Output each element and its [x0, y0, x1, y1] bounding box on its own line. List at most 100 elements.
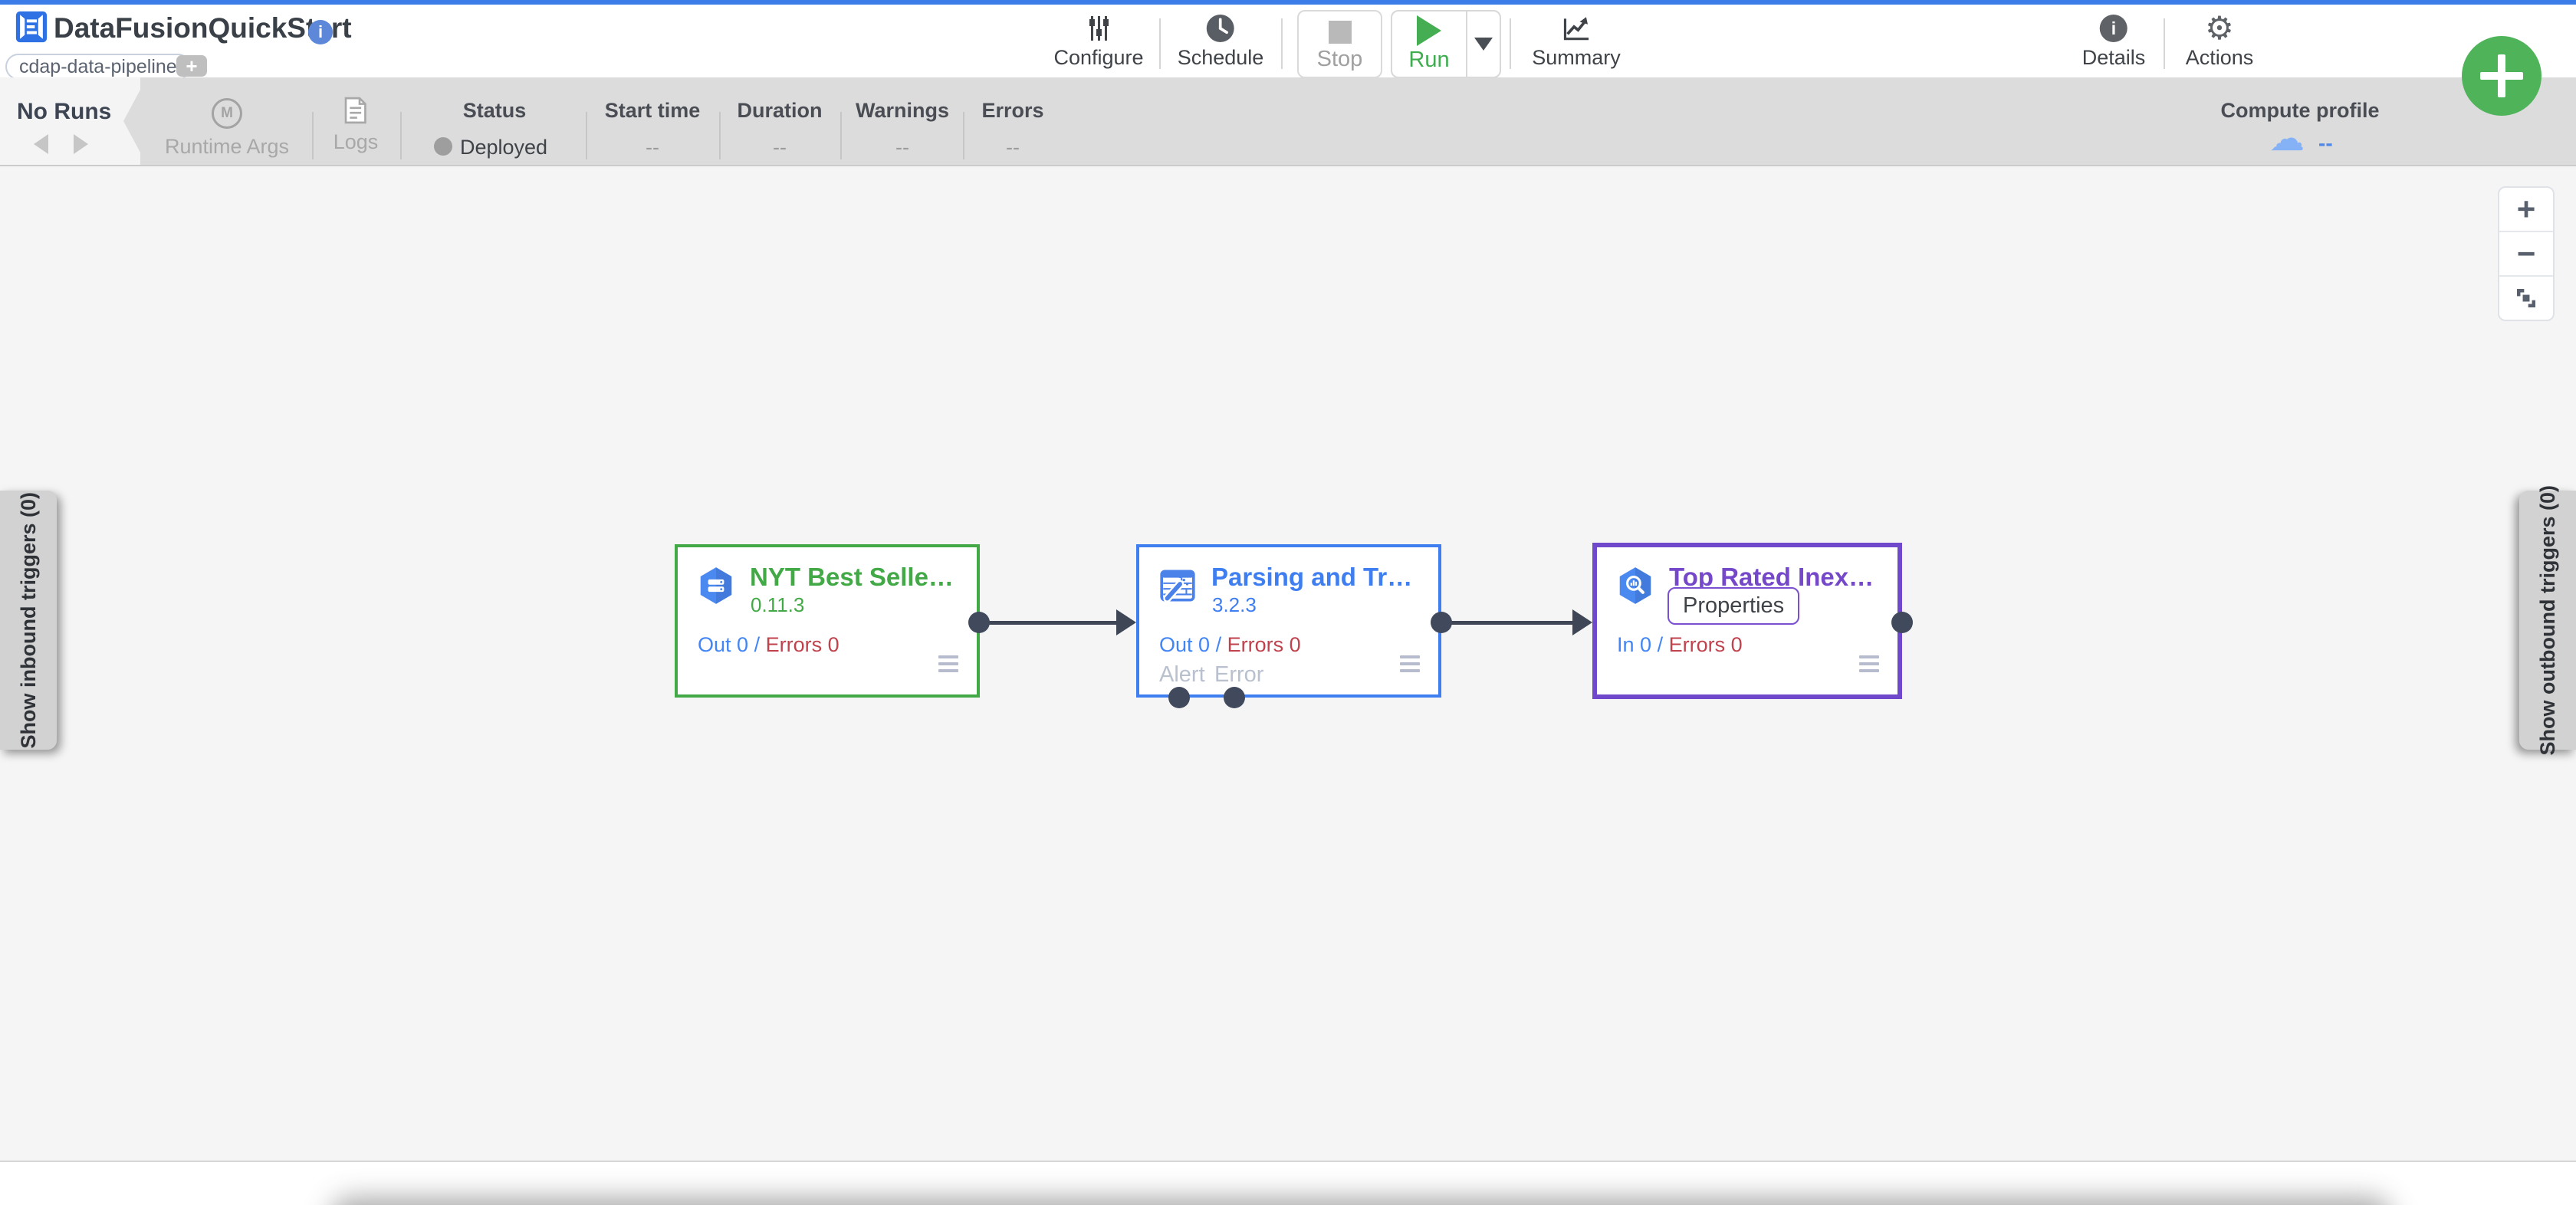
warnings-column-label: Warnings: [855, 99, 950, 122]
warnings-value: --: [895, 136, 909, 159]
zoom-in-button[interactable]: +: [2516, 191, 2536, 227]
logs-button[interactable]: Logs: [333, 97, 379, 154]
metric-separator: /: [1657, 633, 1664, 656]
properties-button[interactable]: Properties: [1668, 587, 1800, 625]
runbar-separator: [400, 112, 402, 159]
errors-metric: Errors 0: [765, 633, 840, 656]
page-title: DataFusionQuickStart: [54, 12, 352, 44]
add-tag-button[interactable]: +: [176, 54, 207, 77]
details-label: Details: [2082, 46, 2146, 69]
configure-label: Configure: [1053, 46, 1144, 69]
configure-button[interactable]: Configure: [1053, 11, 1144, 70]
stop-label: Stop: [1316, 47, 1363, 71]
stop-button[interactable]: Stop: [1297, 10, 1382, 78]
zoom-out-button[interactable]: −: [2499, 231, 2553, 275]
errors-column-label: Errors: [981, 99, 1044, 122]
inbound-triggers-label: Show inbound triggers (0): [16, 491, 40, 749]
run-button[interactable]: Run: [1392, 11, 1466, 77]
actions-button[interactable]: ⚙ Actions: [2186, 11, 2254, 70]
node-menu-icon[interactable]: [1859, 655, 1879, 676]
runtime-args-button[interactable]: M Runtime Args: [165, 98, 289, 159]
outbound-triggers-tab[interactable]: Show outbound triggers (0): [2519, 485, 2576, 755]
schedule-button[interactable]: Schedule: [1177, 11, 1264, 70]
runbar-separator: [586, 112, 587, 159]
play-icon: [1417, 15, 1441, 46]
fit-to-screen-icon: [2517, 289, 2535, 307]
start-time-value: --: [646, 136, 659, 159]
node-metrics: Out 0 / Errors 0: [698, 633, 840, 657]
node-version: 0.11.3: [751, 593, 805, 616]
transform-output-port[interactable]: [1431, 612, 1452, 633]
bigquery-hexagon-icon: [1615, 566, 1655, 606]
footer-strip: [0, 1162, 2576, 1205]
run-status-bar: No Runs M Runtime Args Logs Status: [0, 77, 2576, 166]
node-transform[interactable]: Parsing and Tr… 3.2.3 Out 0 / Errors 0 A…: [1136, 544, 1441, 698]
next-run-button[interactable]: [74, 134, 88, 154]
chevron-down-icon: [1474, 38, 1493, 51]
edge-arrowhead-icon: [1116, 609, 1136, 635]
cloud-icon: ☁: [2269, 118, 2305, 158]
details-button[interactable]: i Details: [2082, 11, 2146, 70]
errors-metric: Errors 0: [1668, 633, 1743, 656]
header-bar: DataFusionQuickStart i cdap-data-pipelin…: [0, 5, 2576, 80]
actions-label: Actions: [2185, 46, 2254, 69]
run-label: Run: [1408, 48, 1450, 72]
previous-run-button[interactable]: [34, 134, 48, 154]
toolbar-separator: [1281, 18, 1283, 69]
cdap-logo: [15, 11, 48, 43]
error-port-label: Error: [1214, 662, 1264, 687]
inbound-triggers-tab[interactable]: Show inbound triggers (0): [0, 491, 57, 750]
summary-chart-icon: [1532, 11, 1621, 46]
alert-port-label: Alert: [1159, 662, 1205, 687]
pipeline-type-tag: cdap-data-pipeline: [5, 54, 191, 80]
toolbar-separator: [1159, 18, 1161, 69]
summary-label: Summary: [1532, 46, 1621, 69]
wrangler-icon: [1158, 566, 1198, 606]
edge-source-to-transform: [989, 621, 1119, 625]
source-output-port[interactable]: [968, 612, 990, 633]
transform-alert-port[interactable]: [1168, 687, 1190, 708]
node-menu-icon[interactable]: [1400, 655, 1420, 676]
runs-tab: No Runs: [0, 77, 140, 165]
outbound-triggers-label: Show outbound triggers (0): [2535, 484, 2559, 756]
out-metric: Out 0: [698, 633, 749, 656]
toolbar-separator: [2164, 18, 2165, 69]
schedule-clock-icon: [1178, 11, 1264, 46]
duration-column-label: Duration: [737, 99, 823, 122]
fit-to-screen-button[interactable]: [2499, 275, 2553, 320]
status-badge: Deployed: [460, 136, 548, 159]
runbar-separator: [719, 112, 721, 159]
zoom-controls: + −: [2498, 186, 2555, 321]
node-source[interactable]: NYT Best Selle… 0.11.3 Out 0 / Errors 0: [675, 544, 980, 698]
start-time-column-label: Start time: [604, 99, 701, 122]
errors-metric: Errors 0: [1227, 633, 1301, 656]
logs-label: Logs: [333, 130, 379, 153]
status-column-label: Status: [462, 99, 527, 122]
compute-profile-value[interactable]: --: [2318, 131, 2333, 155]
run-options-dropdown[interactable]: [1467, 11, 1500, 77]
node-metrics: In 0 / Errors 0: [1617, 633, 1743, 657]
node-menu-icon[interactable]: [938, 655, 958, 676]
add-pipeline-fab[interactable]: [2462, 36, 2542, 116]
node-metrics: Out 0 / Errors 0: [1159, 633, 1301, 657]
gear-icon: ⚙: [2205, 10, 2234, 46]
node-title: Parsing and Tr…: [1211, 563, 1413, 591]
transform-error-port[interactable]: [1224, 687, 1245, 708]
out-metric: Out 0: [1159, 633, 1211, 656]
node-title: Top Rated Inex…: [1669, 563, 1875, 591]
summary-button[interactable]: Summary: [1532, 11, 1621, 70]
top-accent-strip: [0, 0, 2576, 5]
node-sink[interactable]: Top Rated Inex… Properties In 0 / Errors…: [1592, 543, 1902, 699]
metric-separator: /: [1215, 633, 1222, 656]
sink-output-port[interactable]: [1891, 612, 1913, 633]
logs-document-icon: [334, 97, 379, 124]
in-metric: In 0: [1617, 633, 1652, 656]
pipeline-info-icon[interactable]: i: [308, 20, 333, 44]
macro-icon: M: [211, 98, 242, 129]
runbar-separator: [312, 112, 314, 159]
schedule-label: Schedule: [1177, 46, 1264, 69]
runtime-args-label: Runtime Args: [164, 135, 290, 158]
stop-icon: [1328, 21, 1352, 44]
duration-value: --: [773, 136, 787, 159]
